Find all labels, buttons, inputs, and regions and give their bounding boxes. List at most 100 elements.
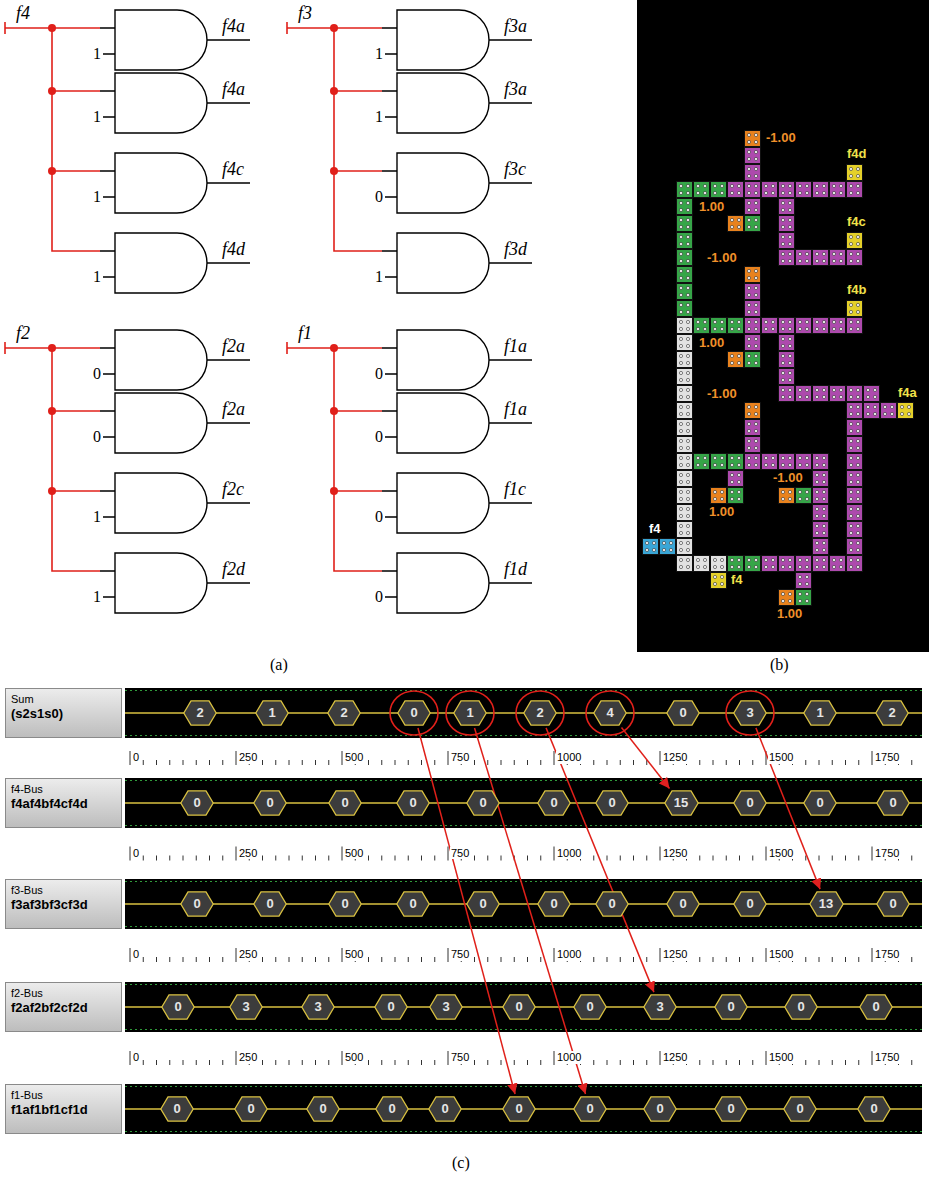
panel-border xyxy=(125,1087,922,1132)
quantum-dot xyxy=(781,225,784,228)
qca-cell xyxy=(813,505,829,521)
constant-input: 1 xyxy=(371,268,383,286)
quantum-dot xyxy=(849,514,852,517)
quantum-dot xyxy=(747,361,750,364)
qca-cell xyxy=(796,454,812,470)
quantum-dot xyxy=(849,565,852,568)
bus-value: 0 xyxy=(666,700,700,726)
quantum-dot xyxy=(713,463,716,466)
hexagon-outline xyxy=(329,892,361,916)
quantum-dot xyxy=(849,395,852,398)
quantum-dot xyxy=(737,456,740,459)
bus-value-text: 0 xyxy=(573,994,607,1020)
signal-name: f2-Bus xyxy=(11,987,116,1000)
qca-cell xyxy=(779,318,795,334)
quantum-dot xyxy=(832,327,835,330)
time-tick: 500 xyxy=(344,751,364,764)
quantum-dot xyxy=(730,327,733,330)
bus-value-text: 4 xyxy=(593,700,627,726)
quantum-dot xyxy=(754,327,757,330)
qca-cell xyxy=(677,403,693,419)
highlight-ellipse xyxy=(586,691,634,735)
quantum-dot xyxy=(696,327,699,330)
quantum-dot xyxy=(730,565,733,568)
quantum-dot xyxy=(703,327,706,330)
quantum-dot xyxy=(781,395,784,398)
time-tick: 1250 xyxy=(662,847,688,860)
quantum-dot xyxy=(856,191,859,194)
hexagon-outline xyxy=(596,892,628,916)
qca-cell xyxy=(745,420,761,436)
quantum-dot xyxy=(747,157,750,160)
qca-cell-label: f4d xyxy=(846,147,868,162)
bus-value-text: 0 xyxy=(374,994,408,1020)
qca-cell xyxy=(779,556,795,572)
signal-name: (s2s1s0) xyxy=(11,706,116,723)
signal-name: f1 xyxy=(298,323,312,344)
quantum-dot xyxy=(747,293,750,296)
quantum-dot xyxy=(720,490,723,493)
output-name: f3a xyxy=(504,16,527,37)
qca-cell xyxy=(847,403,863,419)
output-name: f3a xyxy=(504,79,527,100)
qca-cell xyxy=(847,505,863,521)
quantum-dot xyxy=(805,575,808,578)
bus-value: 0 xyxy=(396,891,430,917)
qca-cell xyxy=(864,403,880,419)
quantum-dot xyxy=(713,582,716,585)
quantum-dot xyxy=(679,235,682,238)
quantum-dot xyxy=(805,456,808,459)
quantum-dot xyxy=(781,354,784,357)
quantum-dot xyxy=(788,184,791,187)
quantum-dot xyxy=(720,463,723,466)
quantum-dot xyxy=(856,548,859,551)
quantum-dot xyxy=(730,480,733,483)
qca-cell xyxy=(813,556,829,572)
quantum-dot xyxy=(747,225,750,228)
quantum-dot xyxy=(686,235,689,238)
quantum-dot xyxy=(788,592,791,595)
qca-cell xyxy=(847,556,863,572)
bus-value-text: 0 xyxy=(783,1096,817,1122)
bus-value-text: 0 xyxy=(328,891,362,917)
time-ruler xyxy=(130,1051,912,1065)
qca-cell xyxy=(745,148,761,164)
qca-cell-label: f4 xyxy=(648,522,662,537)
quantum-dot xyxy=(849,473,852,476)
quantum-dot xyxy=(798,320,801,323)
time-ruler xyxy=(130,751,912,765)
time-tick: 500 xyxy=(344,948,364,961)
quantum-dot xyxy=(839,558,842,561)
hexagon-outline xyxy=(256,701,288,725)
quantum-dot xyxy=(754,157,757,160)
quantum-dot xyxy=(788,191,791,194)
hexagon-outline xyxy=(644,995,676,1019)
qca-cell xyxy=(779,250,795,266)
quantum-dot xyxy=(798,565,801,568)
quantum-dot xyxy=(679,558,682,561)
qca-cell-label: f4b xyxy=(846,283,868,298)
hexagon-outline xyxy=(574,995,606,1019)
quantum-dot xyxy=(822,497,825,500)
qca-cell xyxy=(847,182,863,198)
bus-value: 0 xyxy=(234,1096,268,1122)
branch-wire xyxy=(334,170,382,172)
quantum-dot xyxy=(730,361,733,364)
quantum-dot xyxy=(805,259,808,262)
quantum-dot xyxy=(849,405,852,408)
qca-cell xyxy=(745,556,761,572)
qca-cell xyxy=(677,386,693,402)
quantum-dot xyxy=(679,320,682,323)
quantum-dot xyxy=(679,361,682,364)
hexagon-outline xyxy=(307,1097,339,1121)
quantum-dot xyxy=(771,184,774,187)
quantum-dot xyxy=(805,184,808,187)
quantum-dot xyxy=(849,388,852,391)
bus-value: 0 xyxy=(876,790,910,816)
bus-value: 0 xyxy=(783,1096,817,1122)
quantum-dot xyxy=(822,184,825,187)
constant-input: 0 xyxy=(89,365,101,383)
qca-cell xyxy=(847,437,863,453)
quantum-dot xyxy=(679,242,682,245)
quantum-dot xyxy=(900,405,903,408)
